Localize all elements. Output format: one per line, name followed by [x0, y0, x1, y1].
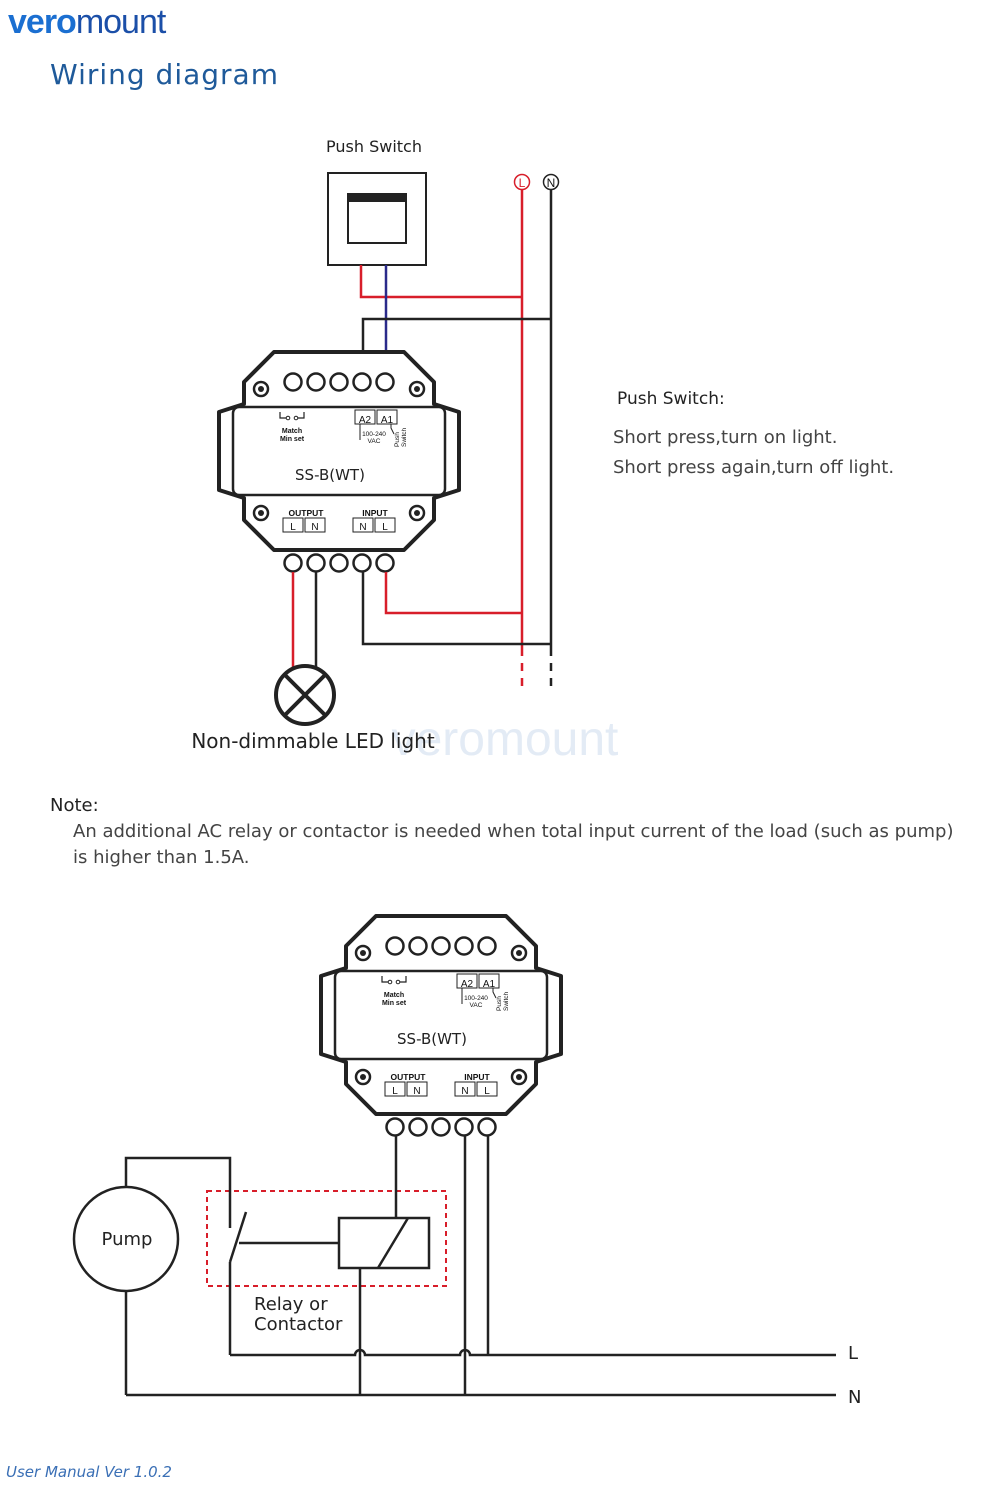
neutral-terminal-label: N [547, 176, 556, 190]
device-model-label-2: SS-B(WT) [397, 1030, 467, 1048]
output-label: OUTPUT [289, 508, 325, 518]
relay-coil-icon [337, 1216, 431, 1270]
note-line-2: is higher than 1.5A. [73, 847, 250, 868]
relay-dashed-box [206, 1190, 447, 1287]
logo-part-vero: vero [8, 3, 77, 41]
match-label: Match [282, 428, 302, 435]
input-l-label-2: L [484, 1086, 490, 1097]
line-n-label: N [848, 1387, 861, 1408]
led-light-icon [274, 664, 336, 726]
voltage-label-1: 100-240 [362, 431, 386, 438]
output-n-label-2: N [413, 1086, 420, 1097]
a2-terminal-label: A2 [359, 415, 372, 426]
minset-label-2: Min set [382, 1000, 407, 1007]
logo-part-mount: mount [75, 3, 166, 41]
relay-label-line1: Relay or [254, 1294, 328, 1315]
voltage-label-2: VAC [368, 438, 381, 445]
pump-icon [72, 1185, 180, 1293]
description-line-1: Short press,turn on light. [613, 427, 838, 448]
neutral-terminal-icon [542, 173, 560, 191]
minset-label: Min set [280, 436, 305, 443]
switch-small-label: Switch [401, 427, 408, 447]
input-n-label: N [359, 522, 366, 533]
page-title: Wiring diagram [50, 58, 279, 91]
controller-module-2 [319, 914, 563, 1138]
input-label: INPUT [362, 508, 388, 518]
voltage-label-2-2: VAC [470, 1002, 483, 1009]
watermark-logo: veromount [392, 713, 619, 766]
controller-module-1 [217, 350, 461, 574]
match-label-2: Match [384, 992, 404, 999]
a2-terminal-label-2: A2 [461, 979, 474, 990]
push-small-label: Push [394, 432, 401, 447]
module-input-neutral-wire [361, 572, 551, 646]
diagram2-wires [124, 1136, 836, 1397]
switch-live-wire [359, 265, 522, 299]
footer-version: User Manual Ver 1.0.2 [6, 1463, 172, 1481]
description-line-2: Short press again,turn off light. [613, 457, 895, 478]
device-model-label: SS-B(WT) [295, 466, 365, 484]
a1-terminal-label-2: A1 [483, 979, 496, 990]
push-small-label-2: Push [496, 996, 503, 1011]
output-label-2: OUTPUT [391, 1072, 427, 1082]
voltage-label-2-1: 100-240 [464, 995, 488, 1002]
a1-terminal-label: A1 [381, 415, 394, 426]
push-switch-device [327, 172, 427, 266]
output-l-label-2: L [392, 1086, 398, 1097]
input-l-label: L [382, 522, 388, 533]
pump-label: Pump [102, 1229, 153, 1250]
module-input-live-wire [384, 572, 522, 615]
note-line-1: An additional AC relay or contactor is n… [73, 821, 954, 842]
live-terminal-icon [513, 173, 531, 191]
output-l-label: L [290, 522, 296, 533]
input-label-2: INPUT [464, 1072, 490, 1082]
led-light-label: Non-dimmable LED light [191, 729, 434, 753]
live-terminal-label: L [519, 176, 526, 190]
push-switch-label: Push Switch [326, 137, 422, 156]
note-label: Note: [50, 795, 99, 816]
description-title: Push Switch: [617, 389, 725, 409]
brand-logo: veromount [8, 2, 166, 42]
switch-small-label-2: Switch [503, 991, 510, 1011]
relay-label-line2: Contactor [254, 1314, 343, 1335]
output-n-label: N [311, 522, 318, 533]
input-n-label-2: N [461, 1086, 468, 1097]
line-l-label: L [848, 1343, 858, 1364]
